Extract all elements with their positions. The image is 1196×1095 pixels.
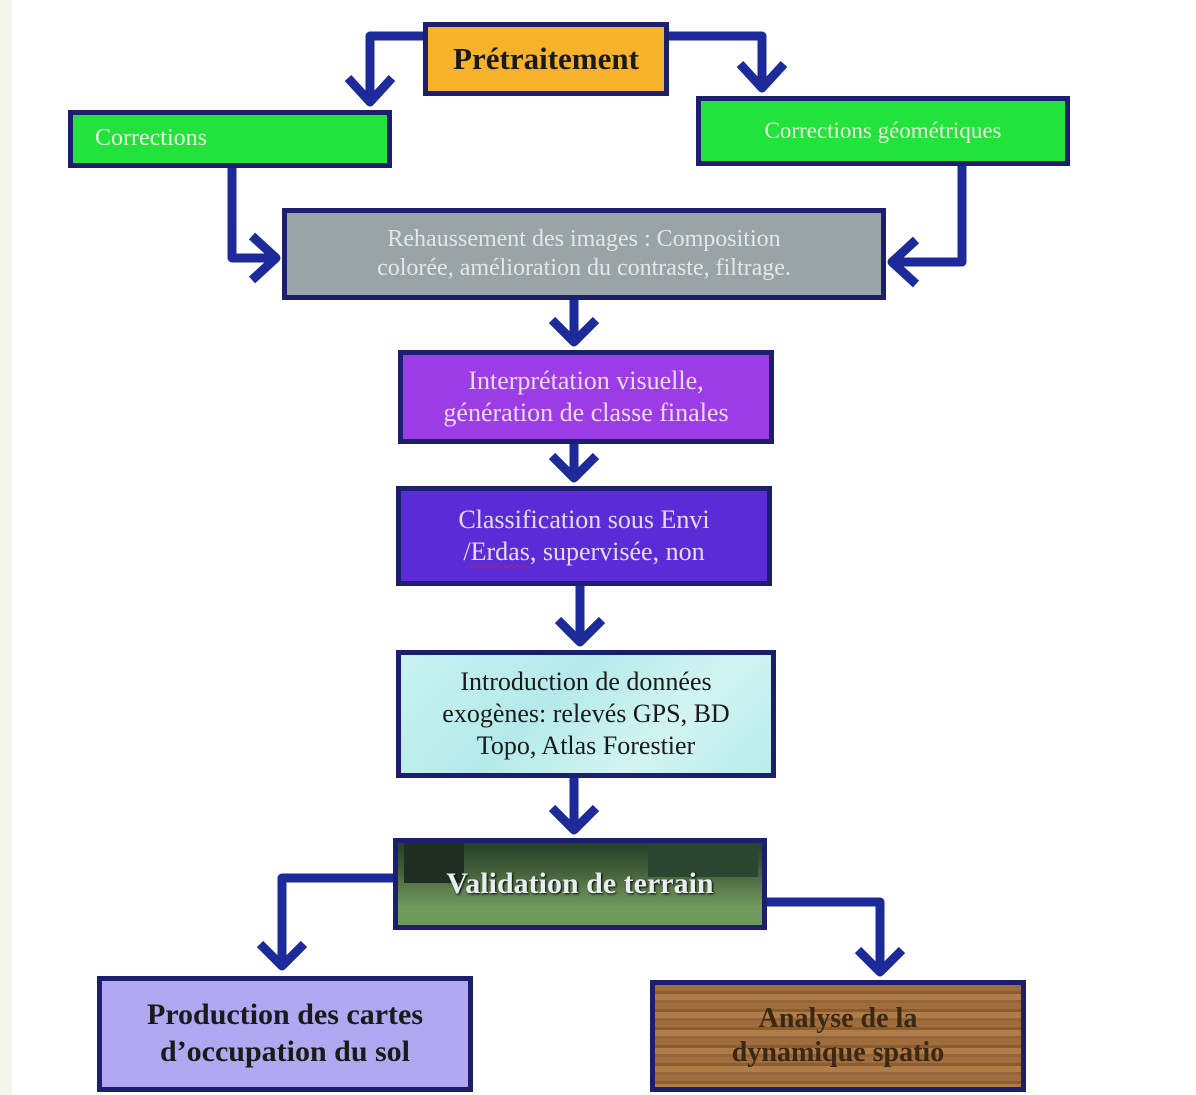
arrowhead-rehaussement-right xyxy=(887,236,920,288)
arrowhead-corrections-geo xyxy=(736,60,788,93)
node-analyse-text: Analyse de la dynamique spatio xyxy=(732,1002,944,1070)
node-production-line2: d’occupation du sol xyxy=(159,1035,411,1068)
node-interpretation-text: Interprétation visuelle, génération de c… xyxy=(443,365,728,428)
arrowhead-interpretation xyxy=(548,316,600,347)
node-introduction-line1: Introduction de données xyxy=(460,667,712,697)
node-classification-line1: Classification sous Envi xyxy=(458,505,710,535)
arrowhead-production xyxy=(256,940,308,971)
node-corrections-label: Corrections xyxy=(95,125,207,152)
node-rehaussement-text: Rehaussement des images : Composition co… xyxy=(377,225,791,284)
arrowhead-corrections xyxy=(344,74,396,107)
validation-photo-foliage-right xyxy=(648,843,758,877)
arrow-validation-to-production xyxy=(277,873,395,966)
arrowhead-introduction xyxy=(554,616,606,647)
node-pretraitement-label: Prétraitement xyxy=(453,41,639,77)
node-corrections: Corrections xyxy=(68,110,392,168)
node-introduction: Introduction de données exogènes: relevé… xyxy=(396,650,776,778)
node-interpretation-line2: génération de classe finales xyxy=(443,398,729,427)
node-interpretation: Interprétation visuelle, génération de c… xyxy=(398,350,774,444)
validation-photo-grass xyxy=(398,905,762,925)
node-analyse: Analyse de la dynamique spatio xyxy=(650,980,1026,1092)
node-production-text: Production des cartes d’occupation du so… xyxy=(147,997,423,1070)
node-rehaussement-line2: colorée, amélioration du contraste, filt… xyxy=(377,255,791,281)
node-classification-slash: / xyxy=(463,537,471,566)
arrow-pretraitement-to-corrections-geo xyxy=(667,31,767,88)
node-production-line1: Production des cartes xyxy=(146,998,424,1032)
node-introduction-line2: exogènes: relevés GPS, BD xyxy=(442,699,730,729)
node-introduction-line3: Topo, Atlas Forestier xyxy=(476,730,696,760)
node-pretraitement: Prétraitement xyxy=(423,22,669,96)
node-corrections-geometriques-label: Corrections géométriques xyxy=(764,117,1002,143)
arrowhead-analyse xyxy=(854,946,906,977)
arrowhead-rehaussement-left xyxy=(248,232,281,284)
node-classification: Classification sous Envi /Erdas, supervi… xyxy=(396,486,772,586)
node-analyse-line2: dynamique spatio xyxy=(731,1037,945,1068)
node-analyse-line1: Analyse de la xyxy=(758,1002,918,1034)
node-validation-label: Validation de terrain xyxy=(446,866,714,900)
arrow-pretraitement-to-corrections xyxy=(365,31,425,102)
node-corrections-geometriques: Corrections géométriques xyxy=(696,96,1070,166)
node-production: Production des cartes d’occupation du so… xyxy=(97,976,473,1092)
node-validation: Validation de terrain xyxy=(393,838,767,930)
node-introduction-text: Introduction de données exogènes: relevé… xyxy=(442,666,729,761)
node-classification-line2: /Erdas, supervisée, non xyxy=(458,536,709,568)
validation-photo-foliage-left xyxy=(404,843,464,883)
node-interpretation-line1: Interprétation visuelle, xyxy=(468,366,704,396)
arrow-corrections-to-rehaussement xyxy=(227,167,276,263)
node-classification-erdas: Erdas xyxy=(470,537,530,566)
node-classification-text: Classification sous Envi /Erdas, supervi… xyxy=(458,504,709,567)
arrow-corrections-geo-to-rehaussement xyxy=(892,165,967,267)
arrowhead-classification xyxy=(548,452,600,483)
arrow-validation-to-analyse xyxy=(765,897,885,972)
node-classification-rest: , supervisée, non xyxy=(529,537,705,566)
node-rehaussement: Rehaussement des images : Composition co… xyxy=(282,208,886,300)
node-rehaussement-line1: Rehaussement des images : Composition xyxy=(387,225,781,252)
arrowhead-validation xyxy=(548,804,600,835)
